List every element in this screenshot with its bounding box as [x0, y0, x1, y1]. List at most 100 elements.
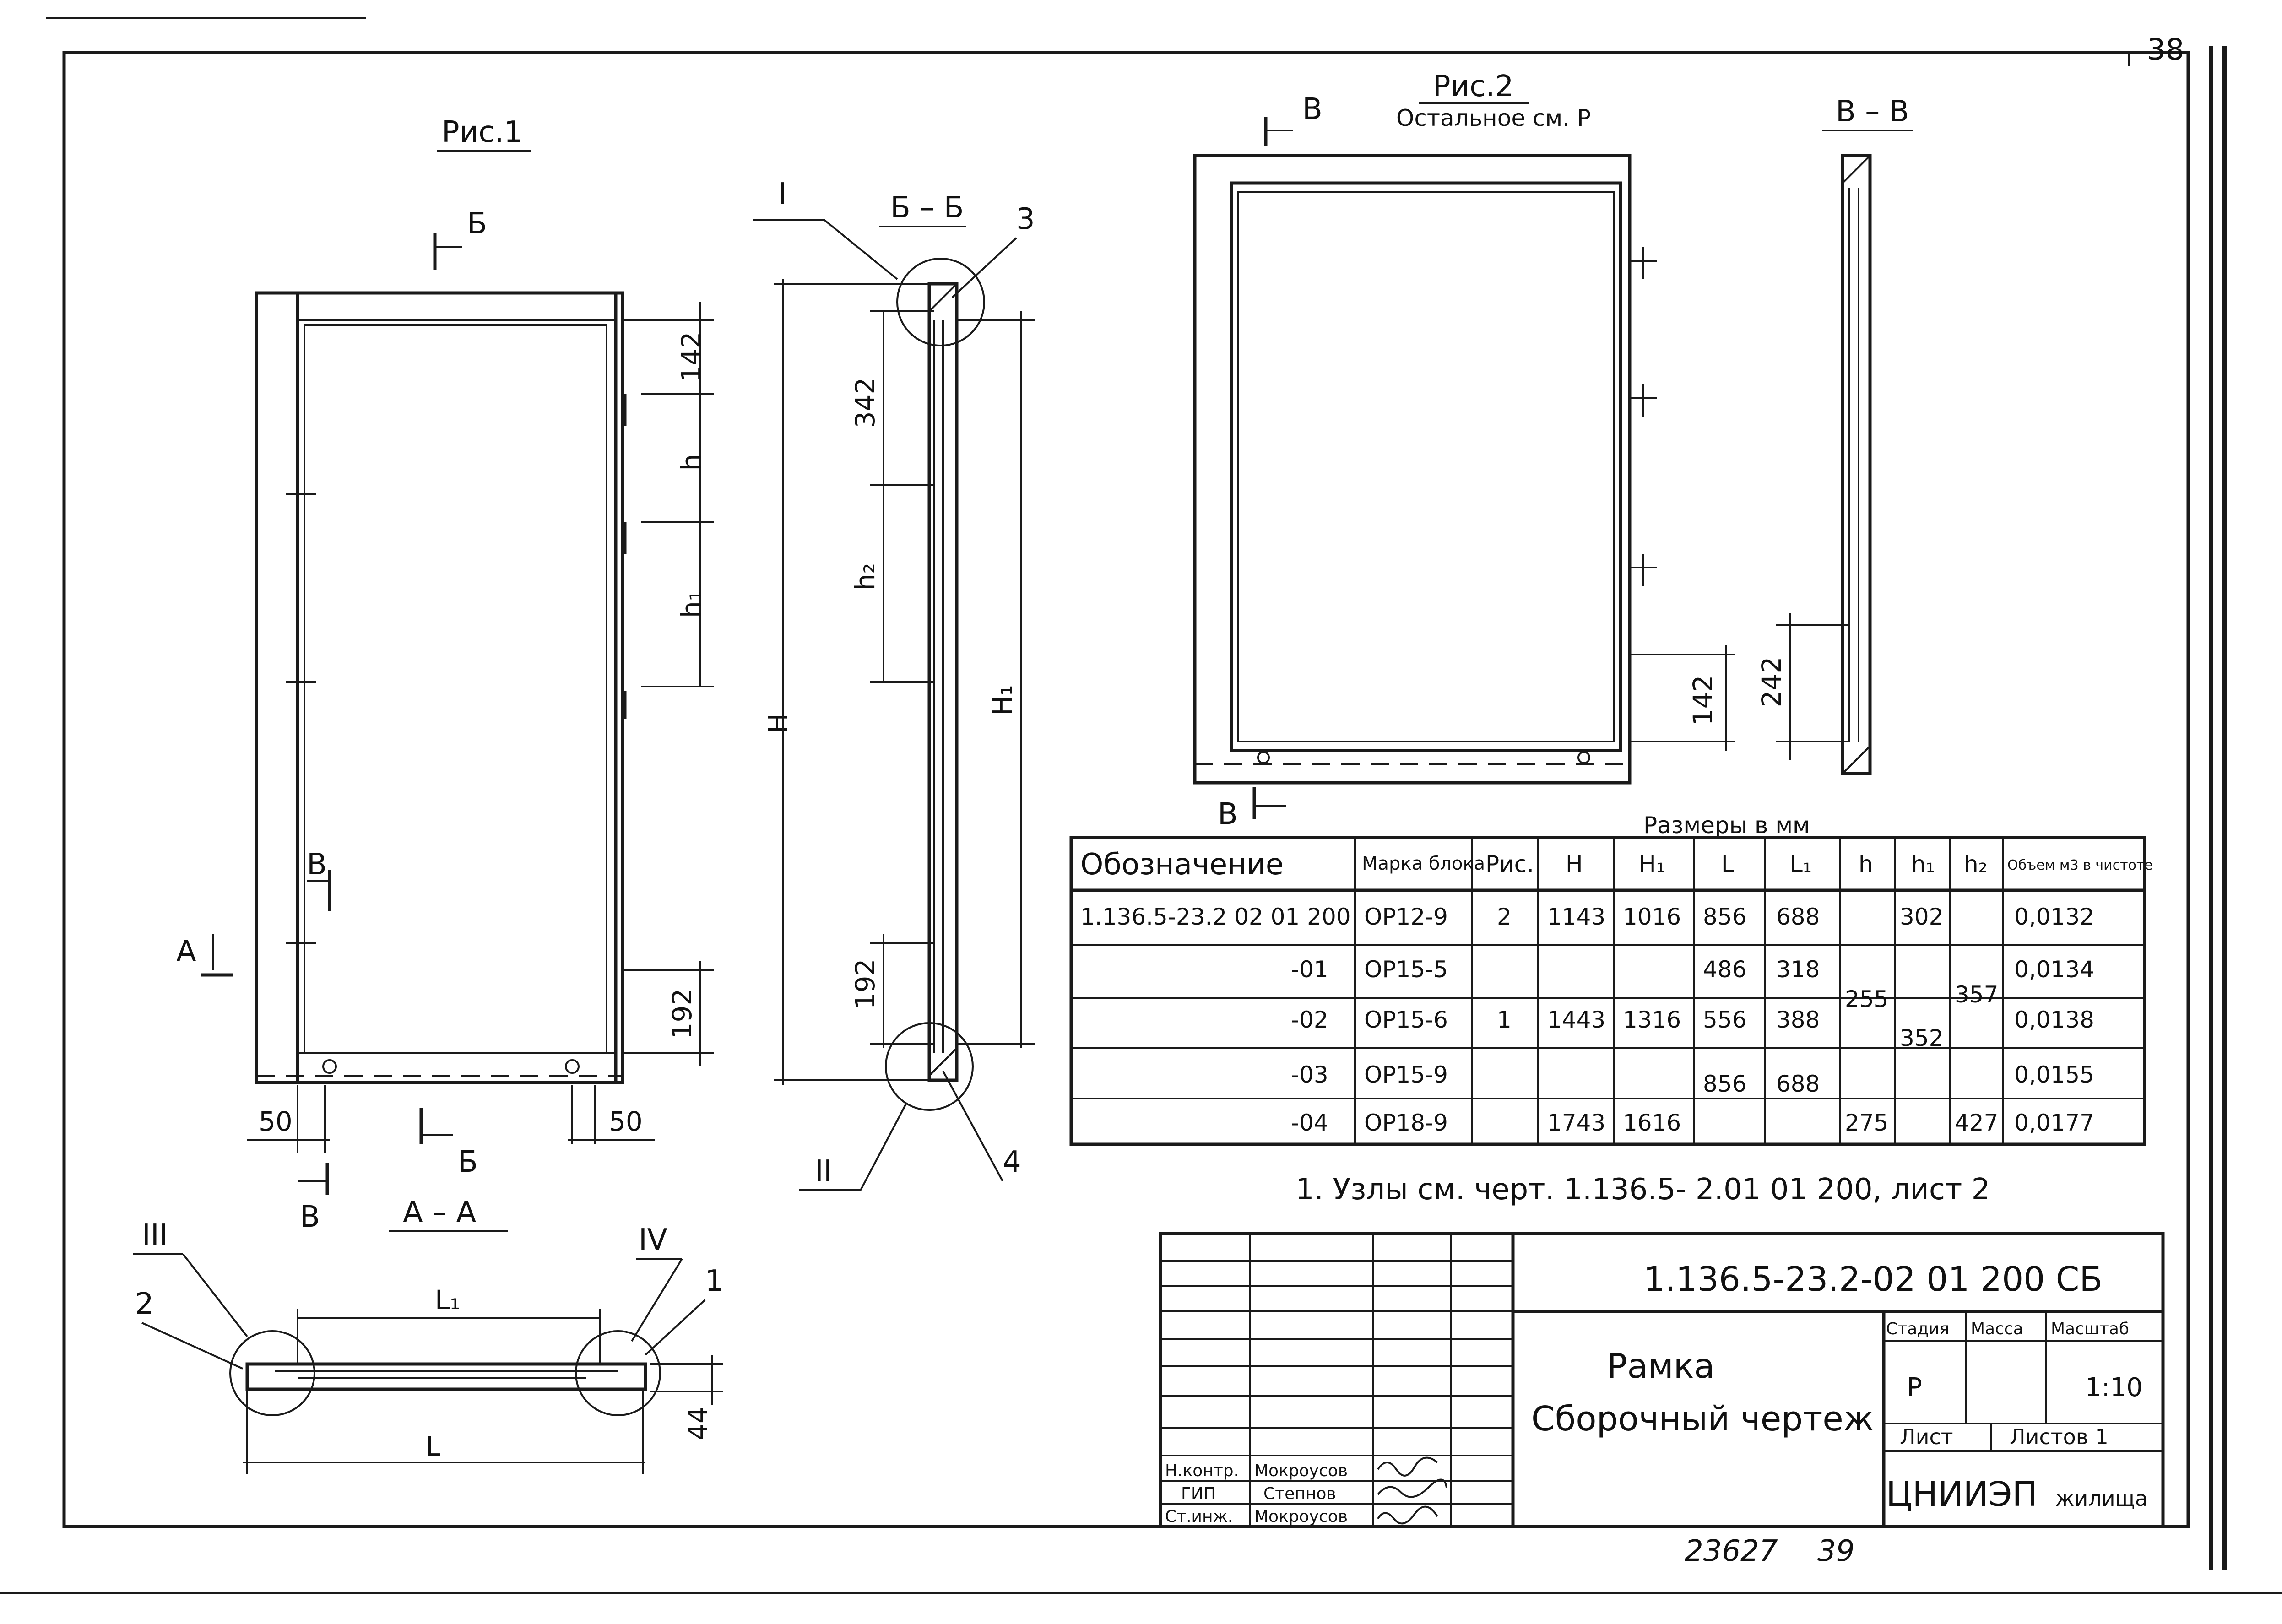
row0-h1: 302	[1900, 904, 1943, 930]
row0-H1: 1016	[1623, 904, 1681, 930]
row2-oboz: -02	[1291, 1007, 1328, 1033]
callout-1: 1	[705, 1264, 724, 1298]
fig1-front-view: Рис.1 Б 142 h h₁ 192	[176, 115, 794, 1234]
row0-oboz: 1.136.5-23.2 02 01 200	[1080, 904, 1351, 930]
drawing-designation: 1.136.5-23.2-02 01 200 СБ	[1643, 1260, 2103, 1299]
section-bb: Б – Б I 3 342 h₂ 192 Н₁ II	[753, 177, 1035, 1191]
row3-marka: ОР15-9	[1364, 1061, 1448, 1088]
mass-label: Масса	[1971, 1320, 2023, 1338]
fig1-cut-v-bottom: В	[300, 1200, 320, 1234]
row2-L: 556	[1703, 1007, 1746, 1033]
section-vv-dim-242: 242	[1756, 657, 1787, 708]
stage-value: Р	[1907, 1373, 1922, 1402]
row2-vol: 0,0138	[2014, 1007, 2094, 1033]
section-vv: В – В 242	[1756, 95, 1913, 775]
section-bb-dim-342: 342	[850, 378, 881, 428]
row3-vol: 0,0155	[2014, 1061, 2094, 1088]
fig2-cut-v-bottom: В	[1218, 797, 1238, 831]
fig2-dim-142: 142	[1687, 675, 1718, 726]
general-note: 1. Узлы см. черт. 1.136.5- 2.01 01 200, …	[1295, 1173, 1990, 1207]
drawing-name-line1: Рамка	[1607, 1347, 1715, 1386]
th-L1: L₁	[1790, 851, 1812, 877]
fig1-cut-b-bottom: Б	[458, 1145, 478, 1179]
section-bb-title: Б – Б	[890, 191, 964, 225]
callout-I: I	[778, 177, 787, 211]
th-oboz: Обозначение	[1080, 848, 1284, 882]
table-caption: Размеры в мм	[1643, 812, 1810, 839]
fig1-cut-v-mid: В	[307, 848, 327, 882]
sheet-label: Лист	[1900, 1424, 1953, 1449]
row1-marka: ОР15-5	[1364, 956, 1448, 983]
section-aa-dim-L: L	[426, 1431, 440, 1462]
fig1-dim-142: 142	[676, 332, 707, 383]
signer0-name: Мокроусов	[1254, 1462, 1348, 1480]
size-table: Размеры в мм Обозначение Марка блока Рис…	[1069, 812, 2153, 1146]
callout-III: III	[142, 1218, 168, 1252]
callout-II: II	[815, 1154, 832, 1188]
scale-label: Масштаб	[2051, 1320, 2129, 1338]
signature-0	[1377, 1456, 1438, 1477]
fig1-cut-a: А	[176, 935, 196, 969]
sheet-frame	[0, 17, 2282, 1594]
th-vol: Объем м3 в чистоте	[2007, 857, 2153, 873]
signer2-role: Ст.инж.	[1165, 1507, 1233, 1526]
section-aa-title: А – А	[403, 1196, 476, 1229]
row2-h2: 357	[1955, 981, 1998, 1008]
fig1-dim-h: h	[676, 454, 707, 471]
fig1-dim-h1: h₁	[676, 590, 707, 618]
row2-h1: 352	[1900, 1025, 1943, 1051]
scale-value: 1:10	[2085, 1373, 2143, 1402]
row1-L1: 318	[1776, 956, 1820, 983]
archive-number: 23627	[1685, 1534, 1778, 1568]
row4-H: 1743	[1547, 1110, 1605, 1136]
fig1-dim-H: Н	[763, 713, 794, 733]
fig2-title: Рис.2	[1433, 70, 1513, 103]
row4-marka: ОР18-9	[1364, 1110, 1448, 1136]
callout-2: 2	[135, 1287, 154, 1321]
row3-L: 856	[1703, 1071, 1746, 1097]
row4-vol: 0,0177	[2014, 1110, 2094, 1136]
row1-L: 486	[1703, 956, 1746, 983]
row4-h: 275	[1845, 1110, 1888, 1136]
section-aa-dim-44: 44	[683, 1407, 714, 1440]
archive-sheet: 39	[1817, 1534, 1854, 1568]
row0-marka: ОР12-9	[1364, 904, 1448, 930]
fig1-dim-50-left: 50	[259, 1106, 293, 1137]
th-h: h	[1859, 851, 1873, 877]
th-h1: h₁	[1911, 851, 1935, 877]
th-H: Н	[1566, 851, 1583, 877]
section-aa-dim-L1: L₁	[435, 1284, 461, 1315]
row2-L1: 388	[1776, 1007, 1820, 1033]
section-bb-dim-192: 192	[850, 959, 881, 1010]
row2-h: 255	[1845, 986, 1888, 1012]
row0-L: 856	[1703, 904, 1746, 930]
row0-vol: 0,0132	[2014, 904, 2094, 930]
row1-oboz: -01	[1291, 956, 1328, 983]
row0-ris: 2	[1497, 904, 1512, 930]
row4-oboz: -04	[1291, 1110, 1328, 1136]
th-L: L	[1721, 851, 1734, 877]
fig2-front-view: Рис.2 Остальное см. Р В 142 В	[1193, 70, 1735, 831]
row3-L1: 688	[1776, 1071, 1820, 1097]
org-name: ЦНИИЭП	[1886, 1475, 2038, 1514]
fig1-title: Рис.1	[442, 115, 522, 149]
org-suffix: жилища	[2055, 1486, 2148, 1511]
fig1-dim-50-right: 50	[609, 1106, 643, 1137]
fig2-subtitle: Остальное см. Р	[1396, 105, 1591, 131]
signature-2	[1377, 1505, 1438, 1525]
fig1-cut-b-top: Б	[467, 207, 487, 241]
row4-H1: 1616	[1623, 1110, 1681, 1136]
page-number: 38	[2147, 33, 2184, 67]
row3-oboz: -03	[1291, 1061, 1328, 1088]
section-bb-dim-H1: Н₁	[987, 685, 1018, 716]
signer2-name: Мокроусов	[1254, 1507, 1348, 1526]
callout-3: 3	[1016, 202, 1035, 236]
fig2-cut-v-top: В	[1302, 92, 1323, 126]
section-bb-dim-h2: h₂	[850, 563, 881, 590]
fig1-dim-192: 192	[667, 989, 698, 1039]
row2-marka: ОР15-6	[1364, 1007, 1448, 1033]
th-h2: h₂	[1964, 851, 1988, 877]
section-vv-title: В – В	[1836, 95, 1909, 129]
sheets-label: Листов 1	[2010, 1424, 2109, 1449]
